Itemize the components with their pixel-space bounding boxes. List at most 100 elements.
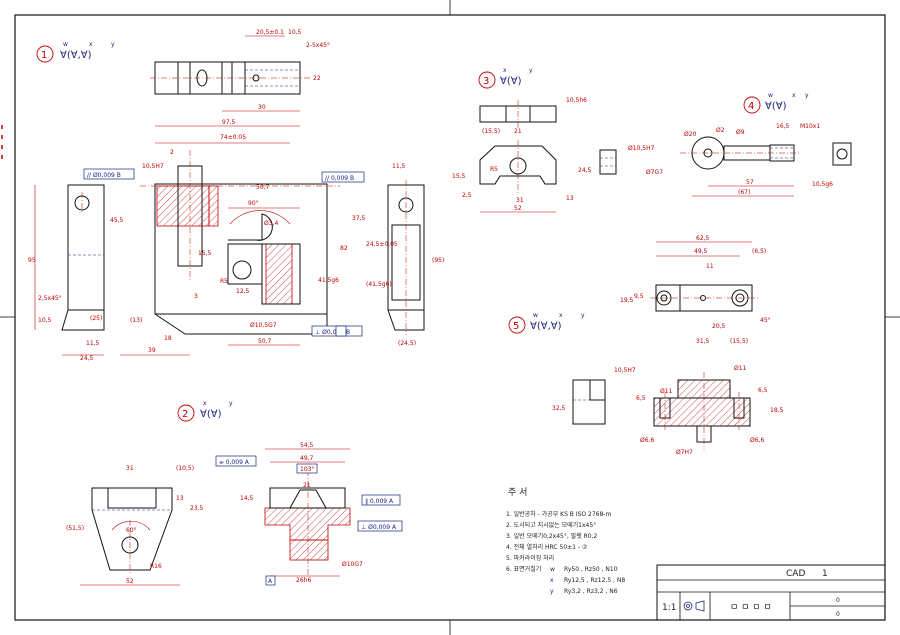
svg-text:x: x (550, 577, 554, 584)
gdt-frame-6: ⊥ Ø0,009 A (357, 520, 403, 532)
svg-text:Ry50 , Rz50 , N10: Ry50 , Rz50 , N10 (564, 566, 618, 573)
note-5: 5. 파커라이징 처리 (506, 554, 554, 562)
svg-text:30: 30 (258, 104, 266, 111)
svg-text:// 0,009 B: // 0,009 B (325, 175, 354, 182)
svg-text:10,5g6: 10,5g6 (812, 181, 833, 188)
svg-text:Ry12,5 , Rz12,5 , N8: Ry12,5 , Rz12,5 , N8 (564, 577, 625, 584)
svg-text:12,5: 12,5 (236, 288, 250, 295)
svg-text:10,5: 10,5 (38, 317, 52, 324)
svg-text:2,5x45°: 2,5x45° (38, 295, 62, 302)
svg-text:9,5: 9,5 (634, 293, 644, 300)
svg-text:Ø3,4: Ø3,4 (264, 220, 278, 227)
svg-text:90°: 90° (248, 200, 259, 207)
svg-text:x: x (503, 67, 507, 74)
svg-text:R5: R5 (490, 166, 498, 173)
svg-text:Ø11: Ø11 (734, 365, 747, 372)
svg-text:39: 39 (148, 347, 156, 354)
gdt-frame-4: ⌯ 0,009 A (215, 455, 257, 467)
note-3: 3. 일반 모떼기0,2x45°, 필렛 R0,2 (506, 532, 598, 540)
svg-text:Ø9: Ø9 (736, 129, 745, 136)
svg-text:26h6: 26h6 (296, 577, 311, 584)
svg-text:24,5: 24,5 (80, 355, 94, 362)
svg-text:6,5: 6,5 (636, 395, 646, 402)
svg-text:2: 2 (170, 149, 174, 156)
svg-text:31,5: 31,5 (696, 338, 710, 345)
svg-text:21: 21 (514, 128, 522, 135)
note-1: 1. 일반공차 - 가공부 KS B ISO 2768-m (506, 510, 611, 518)
svg-text:Ø10G7: Ø10G7 (342, 561, 363, 568)
svg-text:62,5: 62,5 (696, 235, 710, 242)
svg-text:11,5: 11,5 (86, 340, 100, 347)
svg-text:⊥ Ø0,009 A: ⊥ Ø0,009 A (361, 524, 397, 531)
svg-text:15,5: 15,5 (452, 173, 466, 180)
title-block-drawing-title: ㅁ ㅁ ㅁ ㅁ (730, 603, 772, 613)
svg-text:(6,5): (6,5) (752, 248, 766, 255)
view-2-badge (177, 404, 195, 422)
title-block-name: CAD (786, 569, 805, 579)
svg-text:x: x (203, 400, 207, 407)
svg-text:Ø20: Ø20 (684, 131, 697, 138)
svg-text:24,5±0.05: 24,5±0.05 (366, 241, 398, 248)
svg-text:∥ 0,009 A: ∥ 0,009 A (365, 498, 394, 505)
svg-text:M10x1: M10x1 (800, 123, 820, 130)
svg-text:22: 22 (313, 75, 321, 82)
view-3: 3 ∀(∀) x y 10,5h6 (15,5) 21 Ø10,5H7 15,5… (452, 67, 663, 213)
svg-text:y: y (229, 400, 233, 407)
svg-text:x: x (89, 41, 93, 48)
title-block-field-a: 0 (836, 597, 840, 604)
note-2: 2. 도시되고 지시없는 모떼기1x45° (506, 521, 596, 529)
svg-text:13: 13 (176, 495, 184, 502)
part-5-side-view (572, 379, 606, 425)
datum-a: A (265, 575, 276, 586)
svg-text:13: 13 (566, 195, 574, 202)
part-1-top-view (150, 61, 310, 95)
svg-text:x: x (559, 312, 563, 319)
svg-text:Ø6,6: Ø6,6 (640, 437, 654, 444)
svg-text:50,7: 50,7 (256, 184, 270, 191)
view-1-badge (36, 45, 54, 63)
part-3-front-view (479, 140, 557, 213)
part-5-front-view (653, 372, 751, 450)
svg-text:w: w (768, 92, 773, 99)
svg-text:Ø10,5H7: Ø10,5H7 (628, 145, 655, 152)
svg-text:y: y (805, 92, 809, 99)
part-1-right-view (387, 180, 425, 335)
view-4-badge (743, 96, 761, 114)
svg-text:(10,5): (10,5) (176, 465, 194, 472)
svg-text:Ø10,5G7: Ø10,5G7 (250, 322, 277, 329)
svg-text:15,5: 15,5 (198, 250, 212, 257)
svg-text:⌯ 0,009 A: ⌯ 0,009 A (219, 459, 250, 466)
view-5: 5 ∀(∀,∀) w x y 62,5 49,5 (6,5) 11 19,5 9… (508, 235, 784, 456)
view-5-roughness: ∀(∀,∀) (530, 321, 562, 332)
svg-text:(25): (25) (90, 315, 102, 322)
svg-text:14,5: 14,5 (240, 495, 254, 502)
svg-text:21: 21 (303, 482, 311, 489)
svg-text:// Ø0,009 B: // Ø0,009 B (87, 172, 121, 179)
svg-text:(51,5): (51,5) (66, 525, 84, 532)
svg-text:10,5h6: 10,5h6 (566, 97, 587, 104)
svg-text:49,5: 49,5 (694, 248, 708, 255)
svg-text:45°: 45° (760, 317, 771, 324)
svg-text:20,5±0.1: 20,5±0.1 (256, 29, 284, 36)
view-3-roughness: ∀(∀) (500, 76, 522, 87)
svg-text:18,5: 18,5 (770, 407, 784, 414)
svg-text:11,5: 11,5 (392, 163, 406, 170)
view-4-number: 4 (748, 101, 754, 112)
svg-text:(67): (67) (738, 189, 750, 196)
svg-text:6,5: 6,5 (758, 387, 768, 394)
view-5-badge (508, 316, 526, 334)
part-4-side-view (832, 142, 852, 166)
svg-text:(95): (95) (432, 257, 444, 264)
svg-text:2-5x45°: 2-5x45° (306, 42, 330, 49)
svg-text:45,5: 45,5 (110, 217, 124, 224)
view-1-number: 1 (41, 50, 47, 61)
svg-text:Ø11: Ø11 (660, 388, 673, 395)
part-2-front-view (264, 448, 351, 575)
svg-text:41,5g6: 41,5g6 (318, 277, 339, 284)
svg-text:50,7: 50,7 (258, 338, 272, 345)
projection-symbol-icon (683, 600, 705, 612)
svg-text:3: 3 (194, 293, 198, 300)
svg-text:y: y (111, 41, 115, 48)
title-block-field-b: 0 (836, 611, 840, 618)
